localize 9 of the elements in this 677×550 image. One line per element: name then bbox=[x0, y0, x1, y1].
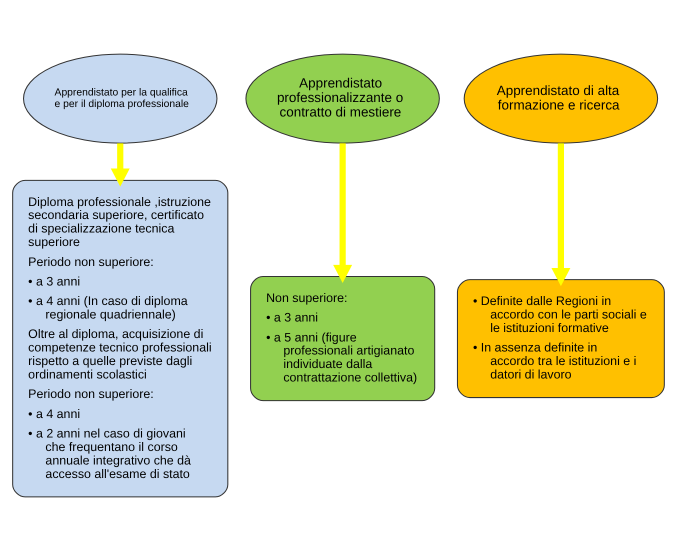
node-ellipse: Apprendistato professionalizzante o contratto di mestiere bbox=[245, 53, 440, 144]
node-ellipse: Apprendistato per la qualifica e per il diploma professionale bbox=[23, 53, 218, 144]
arrow bbox=[110, 142, 130, 186]
arrow bbox=[551, 142, 570, 286]
arrow bbox=[333, 142, 352, 282]
node-ellipse: Apprendistato di alta formazione e ricerca bbox=[464, 53, 658, 144]
node-box: Diploma professionale ,istruzione secondaria superiore, certificato di specializzazione tecnica superiore Periodo non superiore: • a 3 anni • a 4 anni (In caso di diploma regionale quadriennale) Oltre al diploma, acquisizione di competenze tecnico professionali rispetto a quelle previste dagli ordinamenti scolastici Periodo non superiore: • a 4 anni • a 2 anni nel caso di giovani che frequentano il corso annuale integrativo che dà accesso all'esame di stato bbox=[12, 179, 228, 497]
node-box: Non superiore: • a 3 anni • a 5 anni (figure professionali artigianato individuate dalla contrattazione collettiva) bbox=[250, 276, 436, 401]
node-box: • Definite dalle Regioni in accordo con le parti sociali e le istituzioni formative • In assenza definite in accordo tra le istituzioni e i datori di lavoro bbox=[456, 278, 665, 398]
